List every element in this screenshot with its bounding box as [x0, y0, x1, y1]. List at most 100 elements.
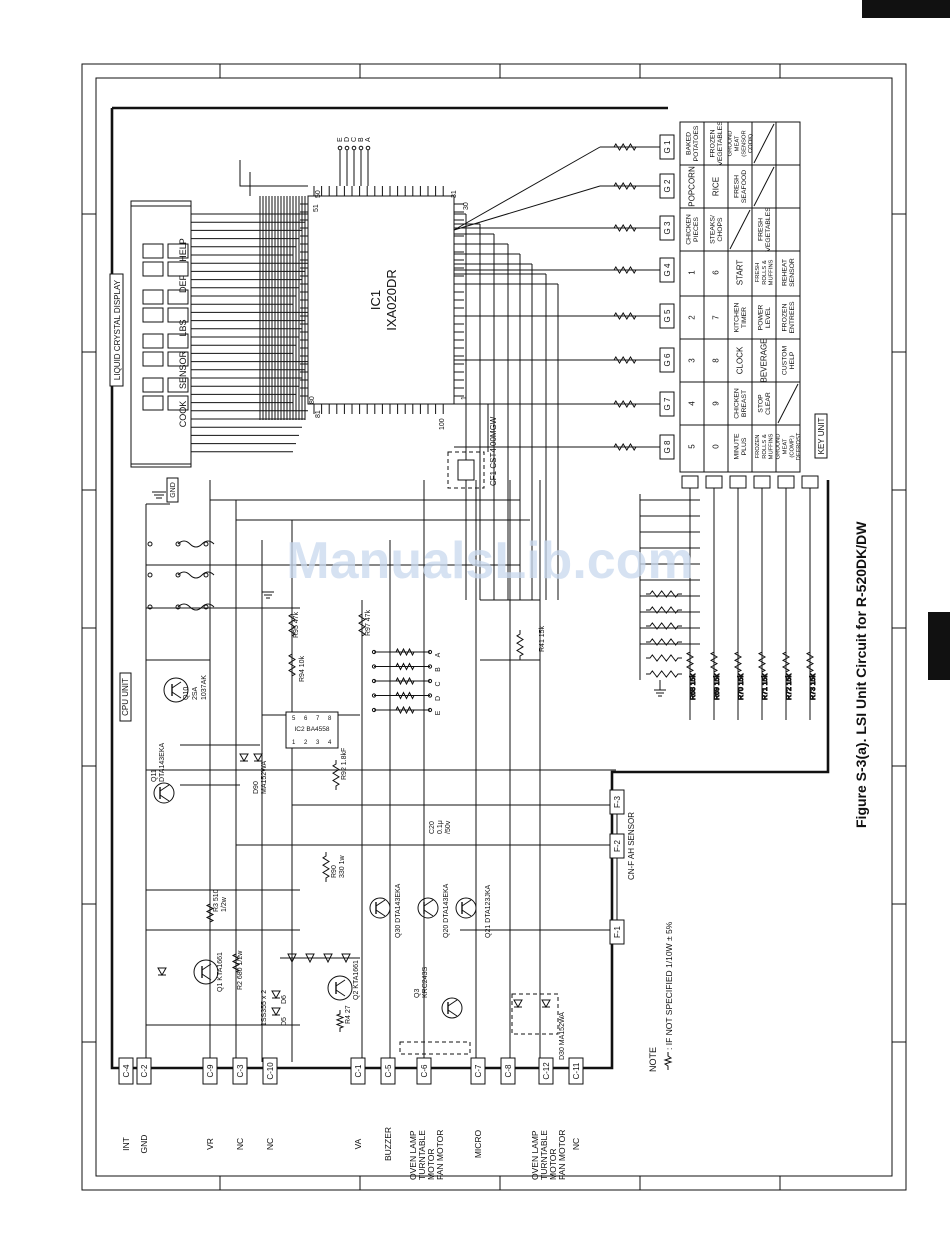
svg-text:CF1 CST4.00MGW: CF1 CST4.00MGW	[489, 416, 498, 486]
lcd-label-sensor: SENSOR	[178, 350, 188, 389]
label-r90-val: 330 1w	[339, 854, 346, 878]
resistor	[231, 950, 241, 976]
abcde-pin-a: A	[435, 652, 442, 657]
led-row	[280, 953, 360, 964]
grid-pin-6: G 6	[663, 353, 672, 366]
key-0-2: MEAT	[735, 135, 741, 151]
label-q2: Q2 KTA1661	[353, 960, 360, 1000]
resistor	[205, 900, 215, 926]
abcde-pin-b: B	[435, 667, 442, 672]
resistor	[610, 356, 640, 364]
key-7-4: (COMP.)	[789, 435, 795, 457]
figure-caption: Figure S-3(a). LSI Unit Circuit for R-52…	[853, 521, 869, 828]
ic1-pin-100: 100	[439, 418, 446, 430]
grid-bus-lines	[453, 143, 660, 600]
label-r2: R2 680 1/2w	[237, 950, 244, 990]
key-7-3: MUFFINS	[769, 433, 775, 459]
key-resistor-5: R73 15k	[810, 673, 817, 700]
key-5-3: BEVERAGE	[760, 338, 769, 382]
label-r4: R4 27	[345, 1005, 352, 1024]
ic1-lsi	[307, 195, 455, 405]
resistor	[781, 648, 791, 676]
connector-label-c-10: NC	[265, 1138, 275, 1150]
note: NOTE : IF NOT SPECIFIED 1/10W ± 5%	[648, 921, 674, 1072]
key-4-2: KITCHEN	[733, 302, 740, 332]
resistor	[288, 610, 296, 640]
key-7-0: 5	[688, 444, 697, 449]
key-2-3: FRESH	[757, 218, 764, 241]
connector-label-c-9: VR	[205, 1138, 215, 1150]
grid-pin-4: G 4	[663, 263, 672, 276]
label-r41: R41 15k	[539, 625, 546, 652]
key-4-4: ENTREES	[789, 301, 796, 334]
lcd-label-lbs: LBS	[178, 319, 188, 336]
resistor	[646, 622, 682, 630]
key-4-1: 7	[712, 315, 721, 320]
key-7-1: 0	[712, 444, 721, 449]
label-d6: D6	[281, 995, 288, 1004]
resistor	[610, 400, 640, 408]
connector-label-c-12-3: FAN MOTOR	[557, 1130, 567, 1180]
key-resistor-0: R68 15k	[690, 673, 697, 700]
label-d56: 1SS355 x 2	[261, 990, 268, 1026]
key-3-3: ROLLS &	[762, 260, 768, 285]
ic2-pin-2: 2	[304, 740, 308, 746]
connector-label-c-12-0: OVEN LAMP	[530, 1130, 540, 1180]
ic2-label: IC2 BA4558	[294, 726, 329, 733]
resistor	[646, 606, 682, 614]
ic1-pin-1: 1	[461, 396, 468, 400]
grid-pin-2: G 2	[663, 179, 672, 192]
key-3-1: 6	[712, 270, 721, 275]
connector-label-c-5: BUZZER	[383, 1127, 393, 1161]
key-2-0: CHICKEN	[685, 214, 692, 245]
label-d5: D5	[281, 1017, 288, 1026]
label-q21: Q21 DTA123JKA	[485, 884, 492, 938]
gnd-label: GND	[166, 477, 179, 503]
resistor	[392, 705, 418, 715]
key-6-0: 4	[688, 401, 697, 406]
grid-pin-7: G 7	[663, 397, 672, 410]
connector-label-c-7: MICRO	[473, 1129, 483, 1158]
top-pin-c: C	[351, 137, 358, 142]
ic1-pin-31: 31	[451, 190, 458, 198]
connector-c-1: C-1	[354, 1064, 363, 1077]
ic2-pin-3: 3	[316, 740, 320, 746]
label-r3: R3 510	[213, 889, 220, 912]
label-r95: R95 47k	[293, 611, 300, 638]
cpu-wiring	[145, 480, 616, 1062]
grid-pins: G 1G 2G 3G 4G 5G 6G 7G 8	[659, 134, 675, 460]
cpu-unit-label: CPU UNIT	[119, 672, 132, 722]
transistors	[153, 677, 551, 1019]
key-7-2: PLUS	[741, 437, 748, 455]
key-7-4: MEAT	[783, 438, 789, 454]
connector-label-c-2: GND	[139, 1135, 149, 1154]
grid-pin-3: G 3	[663, 221, 672, 234]
key-2-3: VEGETABLES	[765, 207, 772, 252]
svg-text:: IF NOT SPECIFIED 1/10W ± 5%: : IF NOT SPECIFIED 1/10W ± 5%	[664, 921, 674, 1050]
connector-c-12: C-12	[542, 1062, 551, 1080]
resistor	[646, 638, 682, 646]
resistor	[685, 648, 695, 676]
resistor	[288, 650, 296, 680]
resistor	[610, 443, 640, 451]
label-d30: D30 MA152WA	[559, 1012, 566, 1060]
resistor	[610, 312, 640, 320]
connector-label-c-6-3: FAN MOTOR	[435, 1130, 445, 1180]
key-4-0: 2	[688, 315, 697, 320]
connector-c-9: C-9	[206, 1064, 215, 1077]
cnf-pin-3: F-1	[613, 925, 622, 938]
inner-frame	[95, 77, 893, 1177]
resistor	[805, 648, 815, 676]
connector-label-c-12-2: MOTOR	[548, 1149, 558, 1180]
svg-text:LIQUID CRYSTAL DISPLAY: LIQUID CRYSTAL DISPLAY	[113, 279, 122, 380]
resistor	[392, 647, 418, 657]
connector-c-7: C-7	[474, 1064, 483, 1077]
label-q11-part: DTA143EKA	[159, 743, 166, 782]
key-resistor-2: R70 15k	[738, 673, 745, 700]
resistor	[646, 590, 682, 598]
